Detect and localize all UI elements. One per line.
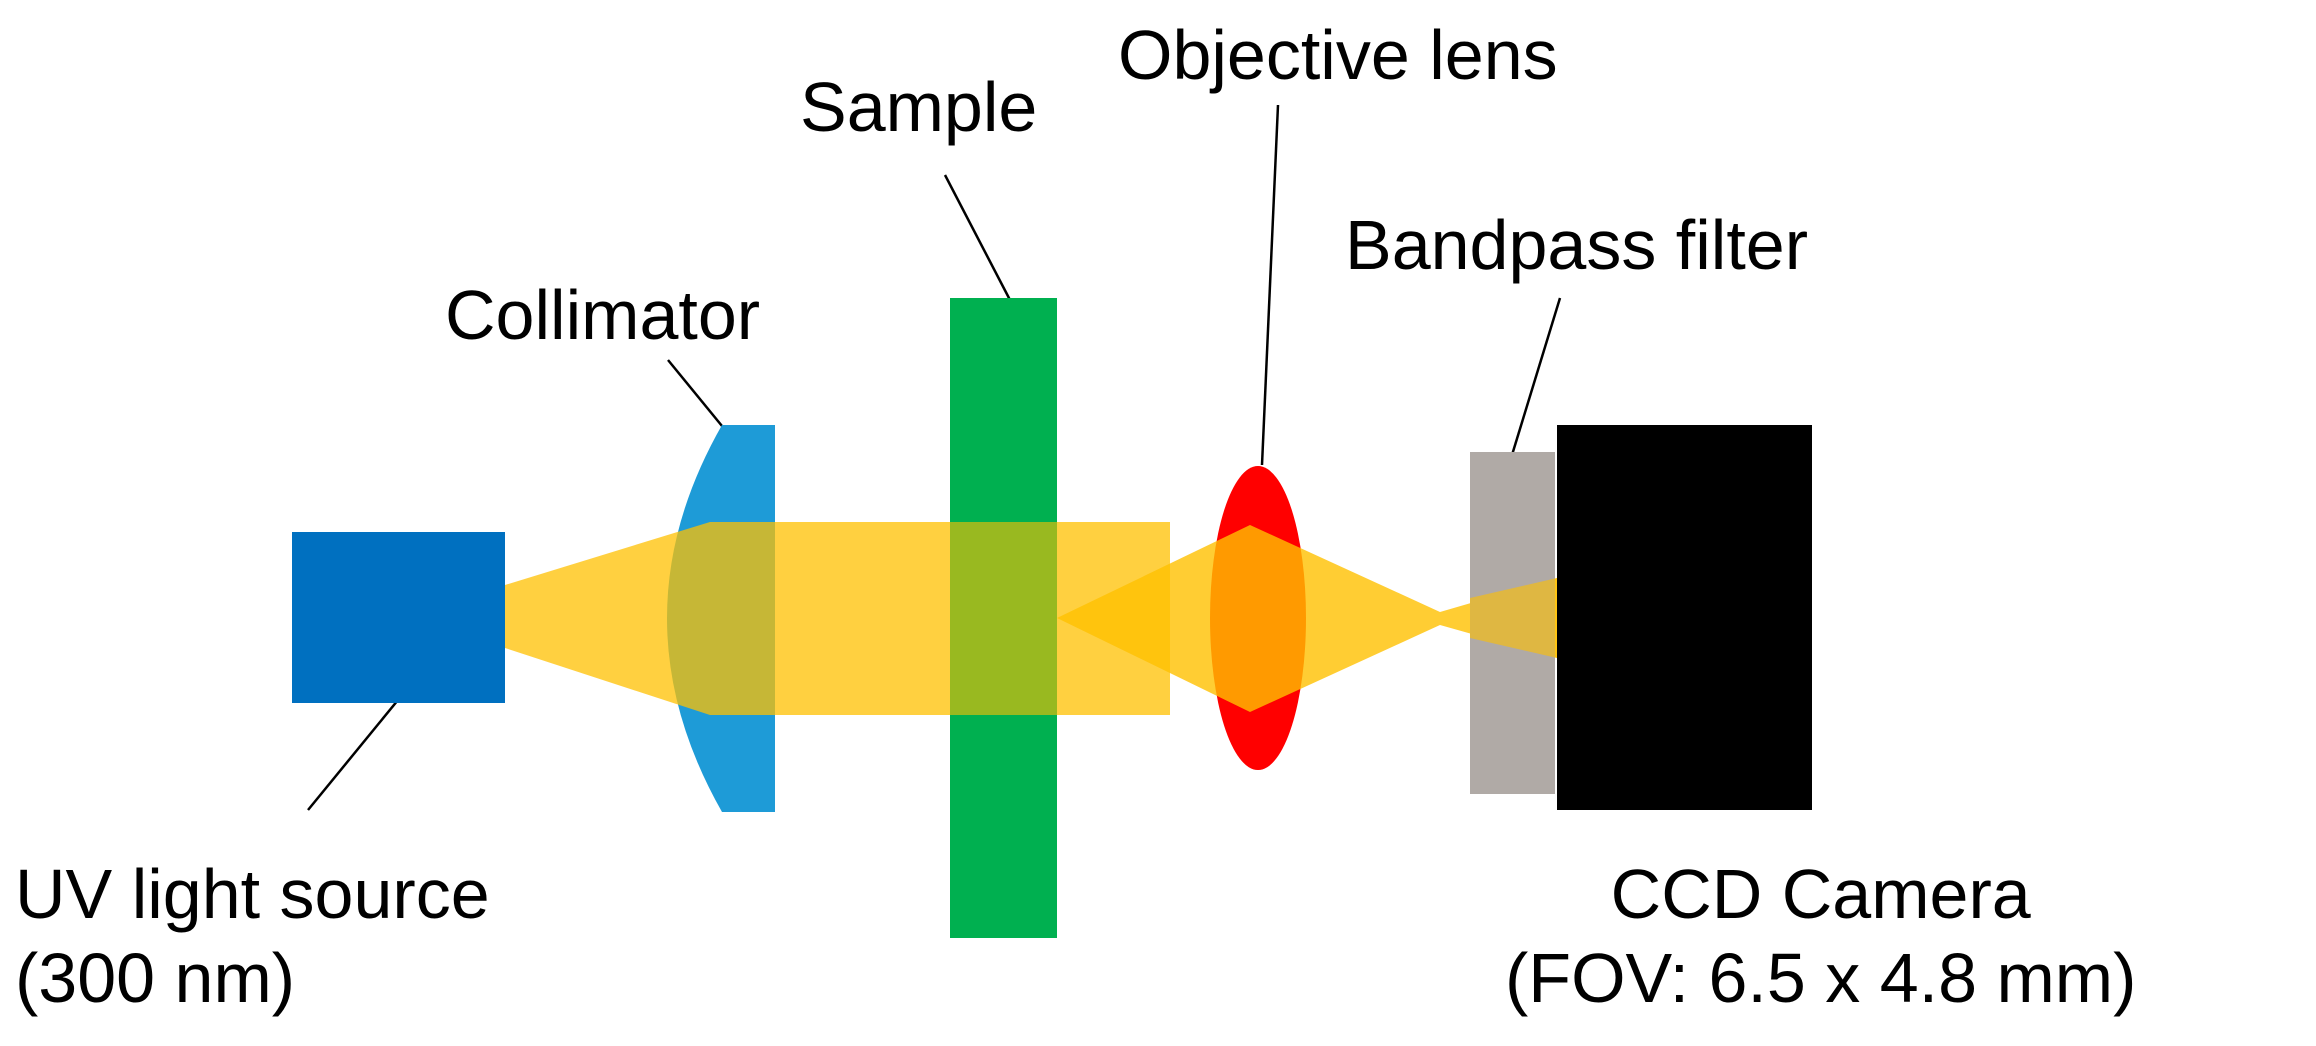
- uv-source-leader-line: [307, 699, 399, 811]
- focused-beam: [1057, 525, 1557, 712]
- beam-through-sample: [950, 522, 1057, 715]
- uv-light-source-wavelength: (300 nm): [15, 939, 296, 1017]
- objective-leader-line: [1260, 104, 1280, 466]
- ccd-camera-name: CCD Camera: [1610, 855, 2031, 933]
- uv-light-source-label: UV light source (300 nm): [15, 852, 490, 1020]
- objective-lens-label: Objective lens: [1118, 16, 1558, 94]
- uv-light-source: [292, 532, 505, 703]
- beam-through-filter: [1470, 578, 1557, 658]
- bandpass-filter-label: Bandpass filter: [1345, 206, 1809, 284]
- bandpass-leader-line: [1510, 297, 1562, 456]
- collimator-leader-line: [667, 359, 723, 427]
- uv-light-source-name: UV light source: [15, 855, 490, 933]
- sample-label: Sample: [800, 68, 1038, 146]
- diverging-beam: [505, 522, 710, 715]
- ccd-camera: [1557, 425, 1812, 810]
- collimator-label: Collimator: [445, 276, 761, 354]
- sample-leader-line: [943, 174, 1012, 301]
- ccd-camera-fov: (FOV: 6.5 x 4.8 mm): [1505, 939, 2137, 1017]
- ccd-camera-label: CCD Camera (FOV: 6.5 x 4.8 mm): [1505, 852, 2136, 1020]
